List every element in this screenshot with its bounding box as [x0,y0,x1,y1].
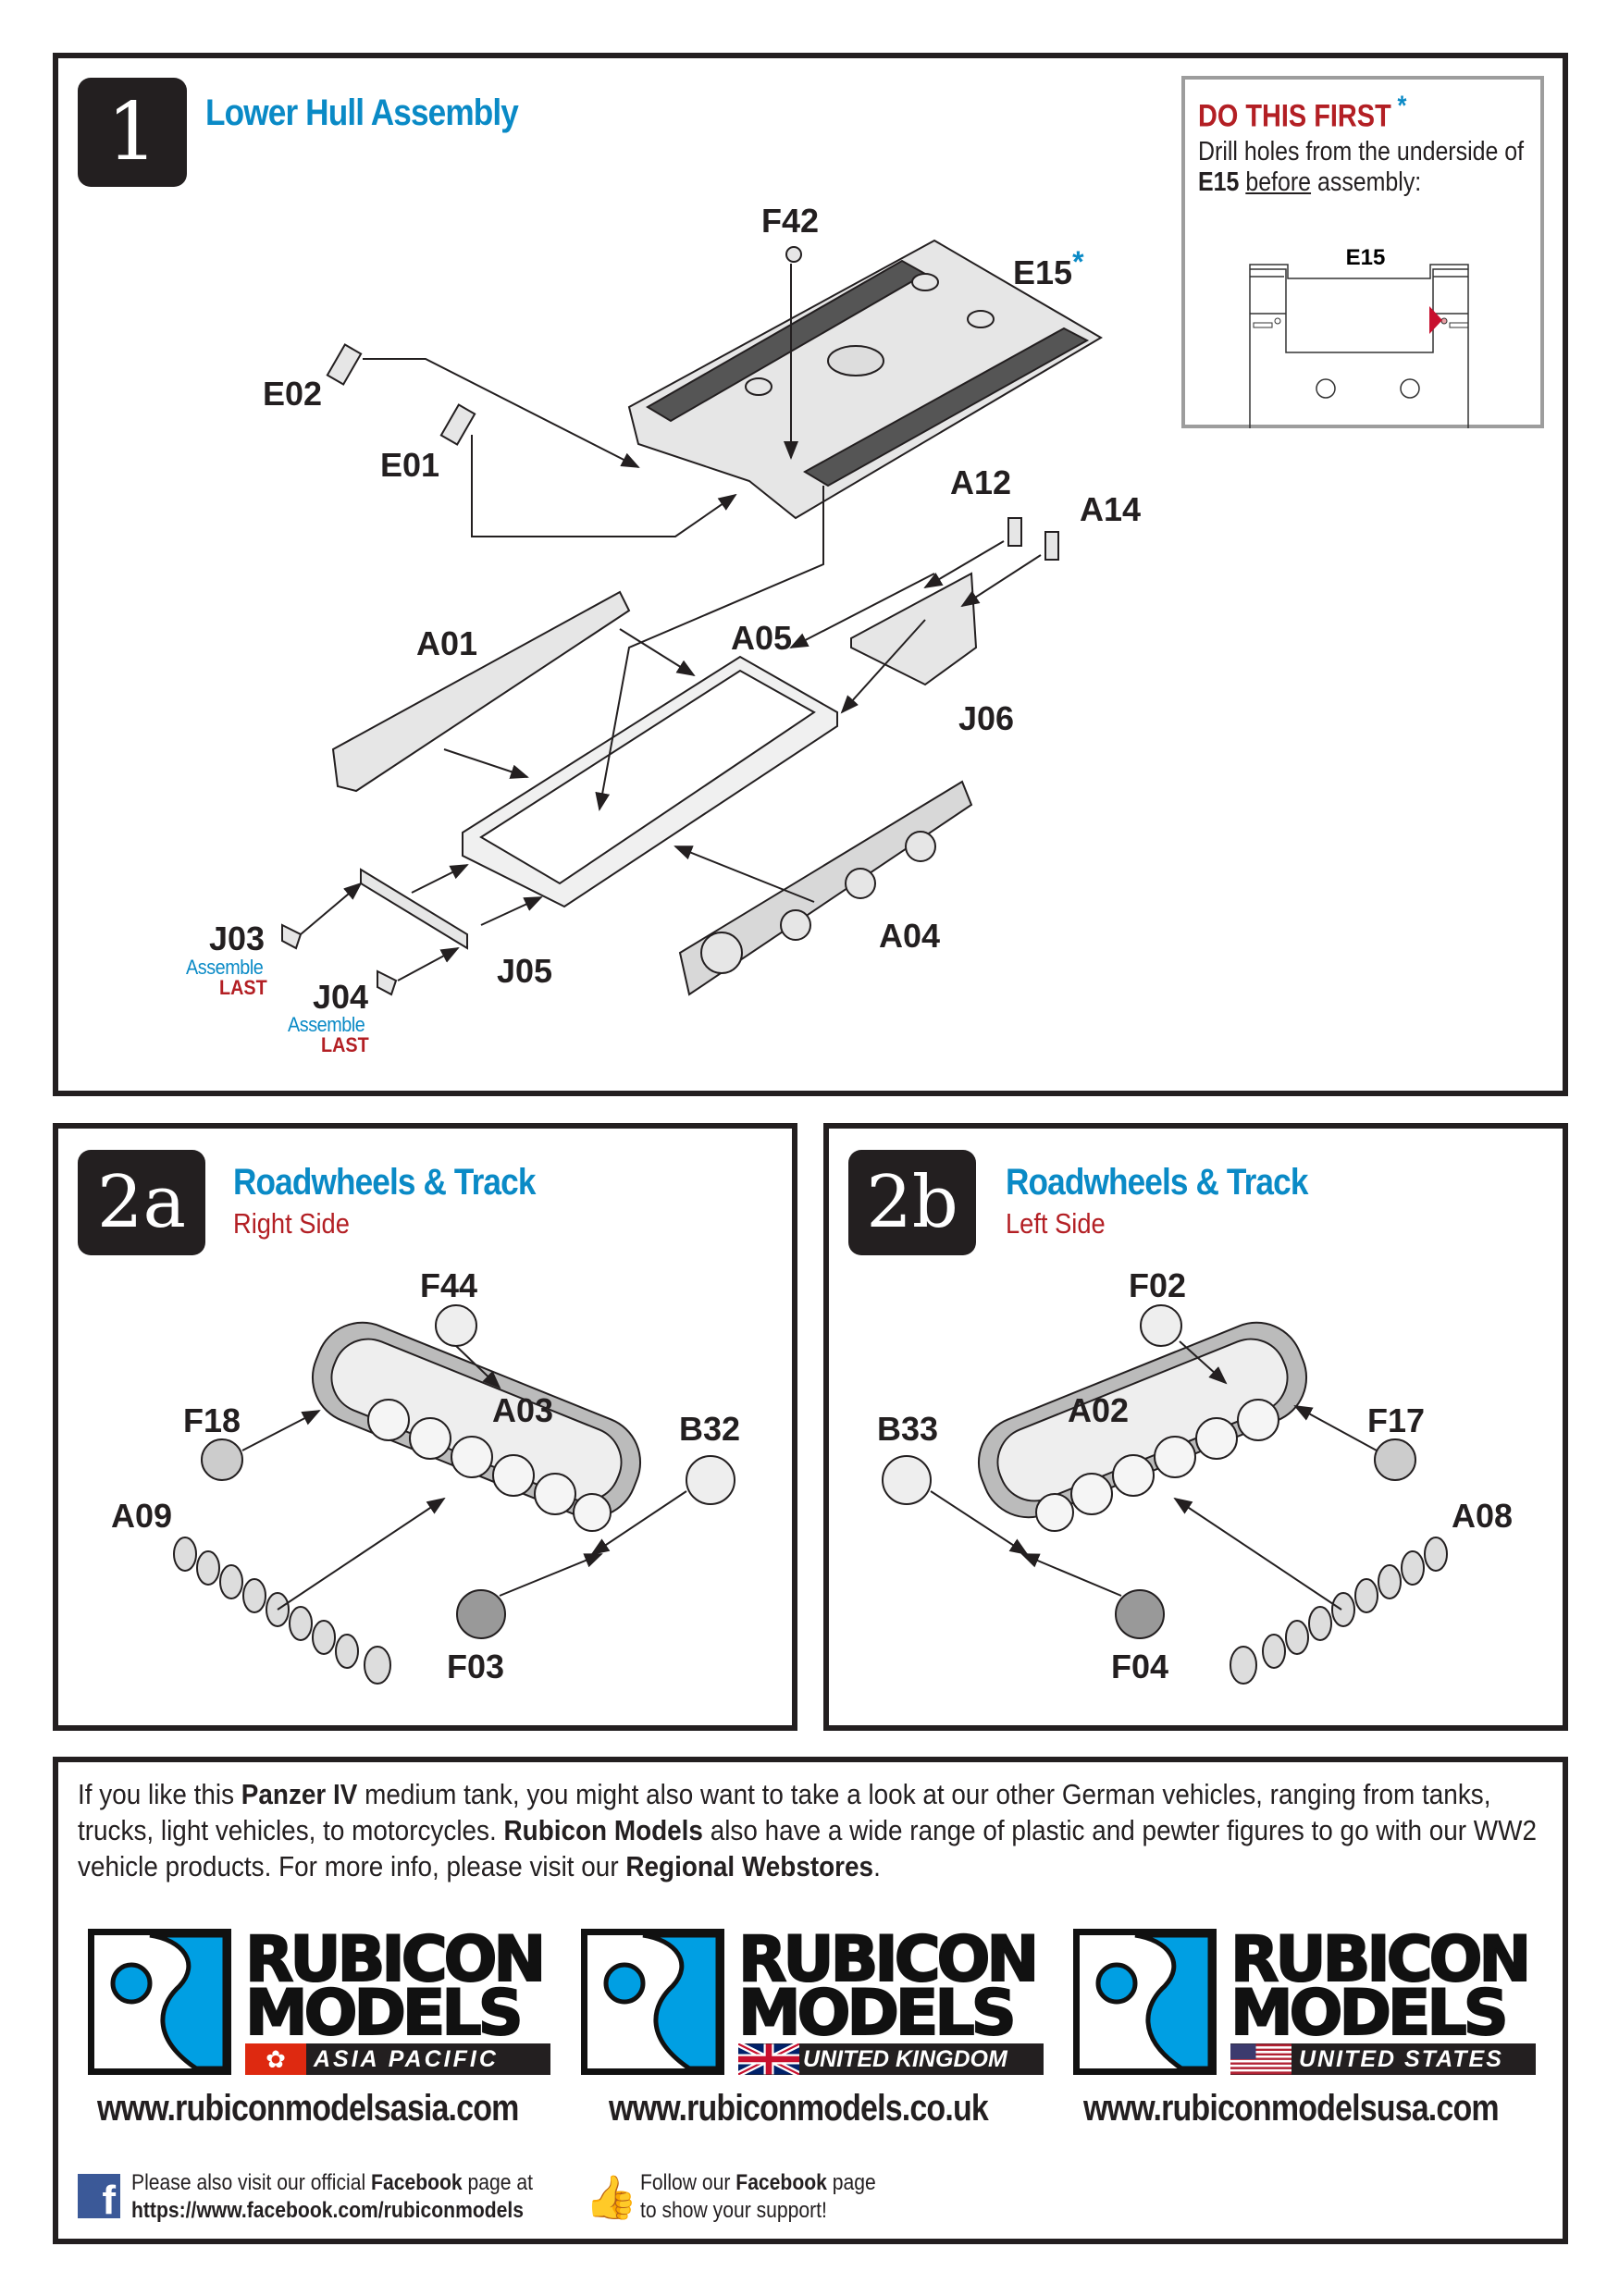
facebook-url[interactable]: https://www.facebook.com/rubiconmodels [131,2198,525,2223]
step-subtitle: Right Side [233,1207,350,1240]
label-f44: F44 [420,1266,478,1304]
logo-word: RUBICON [737,1923,1040,1996]
facebook-icon: f [78,2174,120,2218]
step-number-badge: 1 [78,78,187,187]
label-j06: J06 [958,699,1015,737]
label-e01: E01 [380,446,440,484]
label-f03: F03 [447,1648,505,1685]
step-title: Roadwheels & Track [1006,1162,1308,1203]
logo-united-kingdom[interactable]: RUBICON MODELS UNITED KINGDOM [581,1923,1044,2077]
assemble-note: Assemble [186,956,264,979]
facebook-note: Please also visit our official Facebook … [131,2170,533,2223]
label-j05: J05 [497,952,553,990]
step-title: Roadwheels & Track [233,1162,536,1203]
webstore-link-asia[interactable]: www.rubiconmodelsasia.com [97,2088,519,2129]
assemble-note: Assemble [288,1013,365,1036]
uk-flag-icon [738,2043,799,2075]
label-f17: F17 [1367,1401,1426,1439]
label-f02: F02 [1129,1266,1187,1304]
label-a12: A12 [950,463,1012,501]
label-e15: E15* [1013,245,1084,291]
webstore-link-uk[interactable]: www.rubiconmodels.co.uk [609,2088,989,2129]
label-e02: E02 [263,375,323,413]
promo-text: If you like this Panzer IV medium tank, … [78,1778,1537,1882]
footer-panel [53,1757,1568,2244]
logo-word: RUBICON [244,1923,547,1996]
us-flag-icon [1230,2043,1291,2075]
logo-united-states[interactable]: RUBICON MODELS UNITED STATES [1073,1923,1536,2077]
label-a14: A14 [1080,490,1142,528]
label-j03: J03 [209,920,266,957]
label-f04: F04 [1111,1648,1169,1685]
e15-drill-diagram: E15 [1249,245,1469,428]
step-number-badge: 2a [78,1150,205,1255]
diagram-label: E15 [1346,245,1386,270]
label-a03: A03 [492,1391,554,1429]
label-a09: A09 [111,1497,173,1535]
label-j04: J04 [313,978,369,1016]
step-number-badge: 2b [848,1150,976,1255]
rubicon-logo-mark [1073,1929,1217,2075]
label-a01: A01 [416,624,478,662]
logo-word: MODELS [737,1977,1018,2050]
rubicon-logo-mark [88,1929,231,2075]
label-b33: B33 [877,1410,939,1448]
last-note: LAST [321,1033,369,1056]
label-b32: B32 [679,1410,741,1448]
label-a08: A08 [1452,1497,1514,1535]
label-a05: A05 [731,619,793,657]
label-a04: A04 [879,917,941,955]
logo-asia-pacific[interactable]: RUBICON MODELS ASIA PACIFIC ✿ [88,1923,550,2077]
label-f42: F42 [761,202,820,240]
label-f18: F18 [183,1401,241,1439]
logo-word: RUBICON [1230,1923,1532,1996]
hong-kong-flag-icon: ✿ [245,2043,306,2075]
thumbs-up-icon: 👍 [585,2173,638,2221]
webstore-link-us[interactable]: www.rubiconmodelsusa.com [1083,2088,1500,2129]
step-subtitle: Left Side [1006,1207,1106,1240]
step-title: Lower Hull Assembly [205,93,519,133]
rubicon-logo-mark [581,1929,724,2075]
drill-pointer-icon [1429,306,1442,334]
notice-heading: DO THIS FIRST* [1198,91,1407,134]
label-a02: A02 [1068,1391,1130,1429]
do-this-first-box: DO THIS FIRST* Drill holes from the unde… [1181,76,1544,428]
logo-word: MODELS [244,1977,525,2050]
last-note: LAST [219,976,267,999]
logo-word: MODELS [1230,1977,1510,2050]
